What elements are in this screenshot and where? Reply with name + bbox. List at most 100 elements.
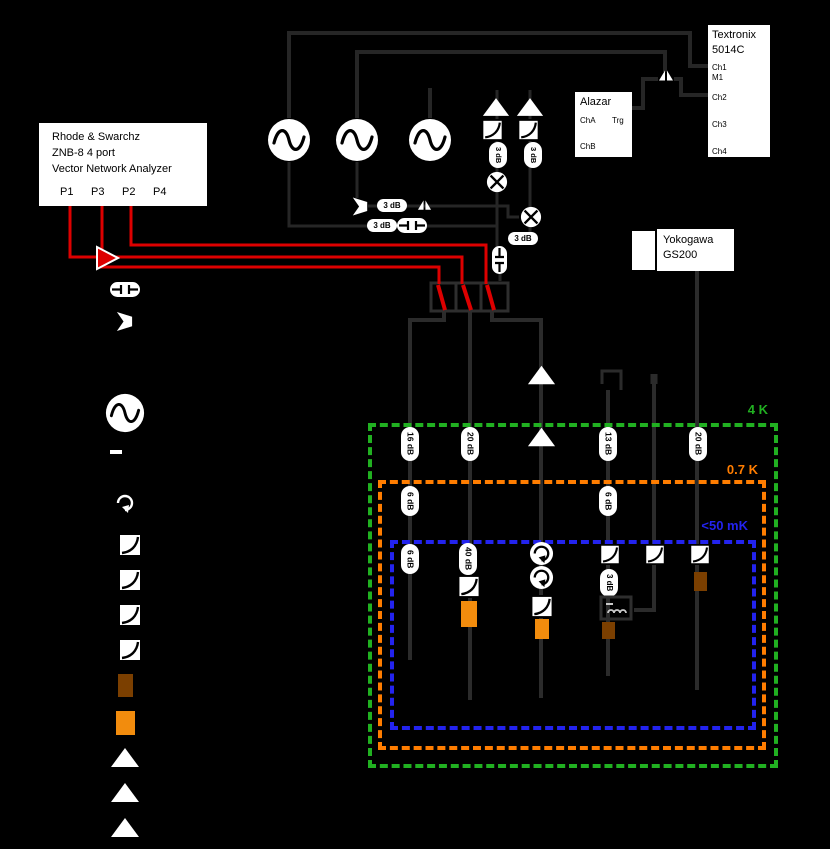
sine-source-icon <box>409 119 451 161</box>
attenuator-3db-50mk: 3 dB <box>600 569 618 597</box>
feedthrough-boxes <box>429 281 510 313</box>
filter-col2-50mk <box>457 575 481 598</box>
bias-tee-icon <box>492 246 507 274</box>
attenuator-3db-run2: 3 dB <box>367 219 397 232</box>
amplifier-icon <box>111 783 139 802</box>
filter-icon <box>118 533 142 557</box>
sample-coil-icon <box>599 595 633 621</box>
vna-box: Rhode & Swarchz ZNB-8 4 port Vector Netw… <box>39 123 207 206</box>
digitizer-box: Alazar ChA Trg ChB <box>575 92 632 157</box>
amplifier-icon <box>527 365 556 385</box>
dc-source-side-rect <box>632 231 655 270</box>
wire-source2-to-combiner <box>355 50 667 118</box>
instrument-wires <box>287 31 708 118</box>
vna-port-p3: P3 <box>91 186 105 198</box>
attenuator-3db-splitter: 3 dB <box>377 199 407 212</box>
filter-chain-a <box>481 119 504 141</box>
combiner-icon <box>659 70 673 81</box>
legend-filter-1 <box>118 533 142 557</box>
wire-column3 <box>490 311 543 698</box>
source-1 <box>267 118 311 162</box>
filter-icon <box>481 119 504 141</box>
awg-ch4-label: Ch4 <box>712 147 727 156</box>
source-3 <box>408 118 452 162</box>
stage-4k-box <box>368 423 778 768</box>
legend-filter-4 <box>118 638 142 662</box>
dc-source-line1: Yokogawa <box>663 234 714 246</box>
vna-line2: ZNB-8 4 port <box>52 147 115 159</box>
combiner-top <box>658 69 674 82</box>
sine-source-icon <box>105 393 145 433</box>
vna-port-p2: P2 <box>122 186 136 198</box>
attenuator-20db-4k-col6: 20 dB <box>689 427 707 461</box>
splitter-icon <box>116 312 133 331</box>
filter-icon <box>118 638 142 662</box>
stage-07k-box <box>378 480 766 750</box>
vna-port-p4: P4 <box>153 186 167 198</box>
awg-box: Textronix 5014C Ch1 M1 Ch2 Ch3 Ch4 <box>708 25 770 157</box>
circulator-icon <box>529 565 554 590</box>
attenuator-3db-chain-a: 3 dB <box>489 142 507 168</box>
filter-icon <box>457 575 481 598</box>
legend-filter-3 <box>118 603 142 627</box>
legend-dc-block <box>110 282 140 297</box>
brown-component-col6 <box>694 572 707 591</box>
red-coax-lines <box>68 206 496 311</box>
wire-source1-run <box>287 162 497 228</box>
filter-icon <box>644 544 666 565</box>
wire-column5 <box>634 380 656 612</box>
brown-component-col4 <box>602 622 615 639</box>
filter-icon <box>530 595 554 618</box>
amplifier-chain-b <box>515 96 545 118</box>
attenuator-16db-4k: 16 dB <box>401 427 419 461</box>
vna-port-p1: P1 <box>60 186 74 198</box>
amplifier-output-4k <box>526 424 557 450</box>
digitizer-chb-label: ChB <box>580 142 596 151</box>
wire-combiner-to-awg-ch2 <box>674 77 708 97</box>
digitizer-cha-label: ChA <box>580 116 596 125</box>
awg-ch1-label: Ch1 <box>712 63 727 72</box>
stage-07k-label: 0.7 K <box>726 462 758 477</box>
filter-icon <box>118 603 142 627</box>
amplifier-icon <box>516 98 544 116</box>
dc-source-line2: GS200 <box>663 249 698 261</box>
stage-50mk-label: <50 mK <box>701 518 748 533</box>
legend-orange-component <box>116 711 135 735</box>
mixer-1 <box>486 171 508 193</box>
amplifier-icon <box>111 818 139 837</box>
amplifier-icon <box>111 748 139 767</box>
awg-ch3-label: Ch3 <box>712 120 727 129</box>
filter-col6-50mk <box>688 544 712 565</box>
digitizer-trg-label: Trg <box>612 116 624 125</box>
filter-col5-50mk <box>643 544 667 565</box>
attenuator-40db-50mk: 40 dB <box>459 543 477 575</box>
filter-icon <box>689 544 711 565</box>
awg-ch2-label: Ch2 <box>712 93 727 102</box>
orange-component-col2 <box>461 601 477 627</box>
orange-component-col3 <box>535 619 549 639</box>
bias-tee <box>492 246 508 274</box>
legend-splitter <box>115 311 134 332</box>
wire-splitter-to-mixer <box>368 204 519 219</box>
circulator-icon <box>116 494 134 513</box>
amplifier-icon <box>482 98 510 116</box>
combiner-small <box>417 199 432 211</box>
red-arrow-icon <box>96 245 120 271</box>
amplifier-chain-a <box>481 96 511 118</box>
circulator-1 <box>529 541 554 566</box>
wire-alazar-trg <box>632 77 658 110</box>
legend-brown-component <box>118 674 133 697</box>
attenuator-20db-4k-col2: 20 dB <box>461 427 479 461</box>
filter-chain-b <box>517 119 540 141</box>
mixer-icon <box>520 206 542 228</box>
attenuator-13db-4k: 13 dB <box>599 427 617 461</box>
attenuator-6db-07k-col1: 6 dB <box>401 486 419 516</box>
feedthrough-box-3 <box>479 281 510 313</box>
vna-line3: Vector Network Analyzer <box>52 163 172 175</box>
attenuator-6db-07k-col4: 6 dB <box>599 486 617 516</box>
coax-diag-3 <box>485 284 496 311</box>
dc-block-icon <box>397 218 427 233</box>
stage-4k-label: 4 K <box>747 402 768 417</box>
